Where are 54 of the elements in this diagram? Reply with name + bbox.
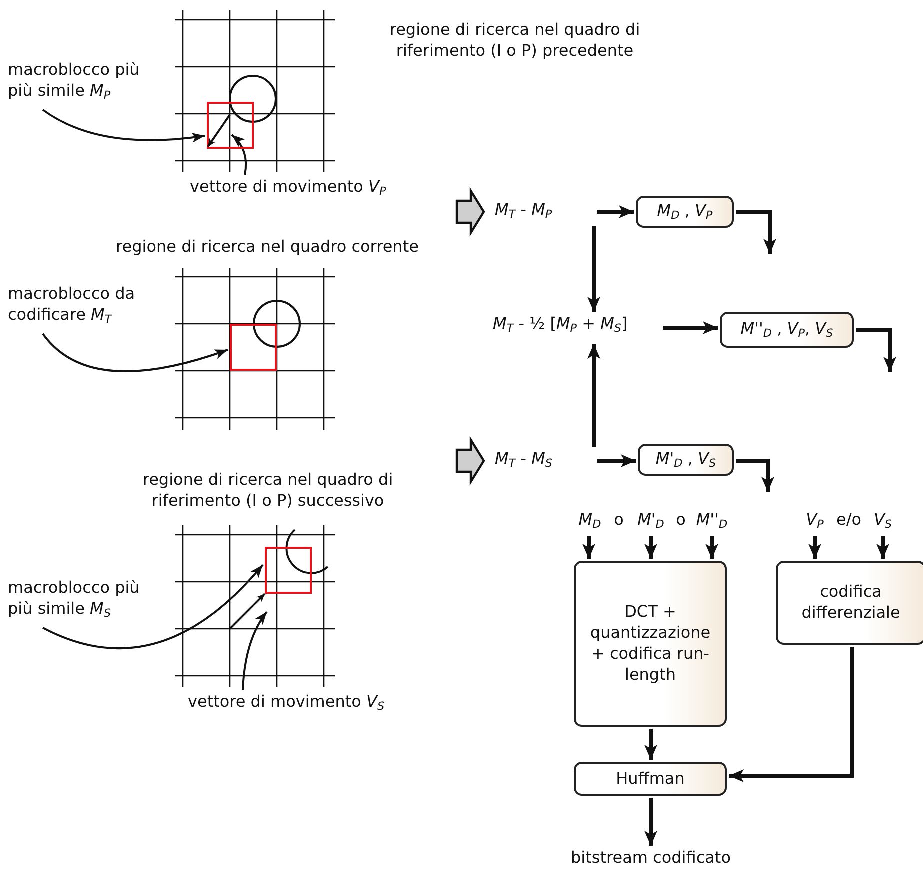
formula-text: M$_{T}$ - ½ [M$_{P}$ + M$_{S}$] <box>493 314 661 342</box>
input-symbol: V$_{P}$ <box>800 510 830 534</box>
region-caption: regione di ricerca nel quadro di riferimento (I o P) successivo <box>142 470 394 512</box>
process-box: Huffman <box>574 762 727 796</box>
arrow <box>644 536 658 559</box>
arrow <box>644 729 658 760</box>
block-arrow <box>456 187 486 237</box>
process-box: DCT + quantizzazione + codifica run-length <box>574 561 727 727</box>
input-symbol: V$_{S}$ <box>868 510 898 534</box>
callout-text: vettore di movimento V$_{S}$ <box>188 692 428 716</box>
arrow <box>597 454 636 468</box>
arrow <box>644 798 658 846</box>
input-symbol: M$_{D}$ <box>572 510 608 534</box>
output-text: bitstream codificato <box>540 848 762 870</box>
arrow <box>808 536 822 559</box>
arrow <box>582 536 596 559</box>
macroblock-square <box>230 324 277 371</box>
leader-line <box>42 333 228 372</box>
block-arrow <box>456 436 486 486</box>
leader-line <box>242 611 268 690</box>
conjunction-text: o <box>675 510 687 531</box>
input-symbol: M'$_{D}$ <box>632 510 670 534</box>
macroblock-square <box>265 547 312 594</box>
result-box: M$_{D}$ , V$_{P}$ <box>636 196 734 228</box>
conjunction-text: e/o <box>835 510 863 531</box>
callout-text: macroblocco più più simile M$_{S}$ <box>8 578 148 626</box>
result-box: M'$_{D}$ , V$_{S}$ <box>638 444 734 476</box>
arrow <box>706 536 718 559</box>
motion-vector-arrow <box>229 593 266 630</box>
arrow <box>736 210 776 254</box>
leader-line <box>42 564 264 650</box>
arrow <box>856 328 896 372</box>
leader-line <box>42 109 206 143</box>
formula-text: M$_{T}$ - M$_{P}$ <box>495 200 595 224</box>
input-symbol: M''$_{D}$ <box>690 510 734 534</box>
arrow <box>876 536 890 559</box>
process-box: codifica differenziale <box>776 561 923 645</box>
arrow <box>729 647 854 782</box>
region-caption: regione di ricerca nel quadro di riferimento (I o P) precedente <box>388 20 642 62</box>
macroblock-square <box>207 102 254 149</box>
arrow <box>736 459 774 492</box>
formula-text: M$_{T}$ - M$_{S}$ <box>495 449 595 473</box>
arrow <box>588 226 600 312</box>
arrow <box>588 344 600 447</box>
leader-line <box>231 134 248 176</box>
result-box: M''$_{D}$ , V$_{P}$, V$_{S}$ <box>720 312 854 348</box>
arrow <box>663 322 718 334</box>
region-caption: regione di ricerca nel quadro corrente <box>115 237 420 258</box>
callout-text: vettore di movimento V$_{P}$ <box>190 177 430 201</box>
conjunction-text: o <box>613 510 625 531</box>
motion-vector-arrow <box>207 114 231 148</box>
callout-text: macroblocco da codificare M$_{T}$ <box>8 284 158 332</box>
callout-text: macroblocco più più simile M$_{P}$ <box>8 60 148 108</box>
arrow <box>597 206 634 218</box>
